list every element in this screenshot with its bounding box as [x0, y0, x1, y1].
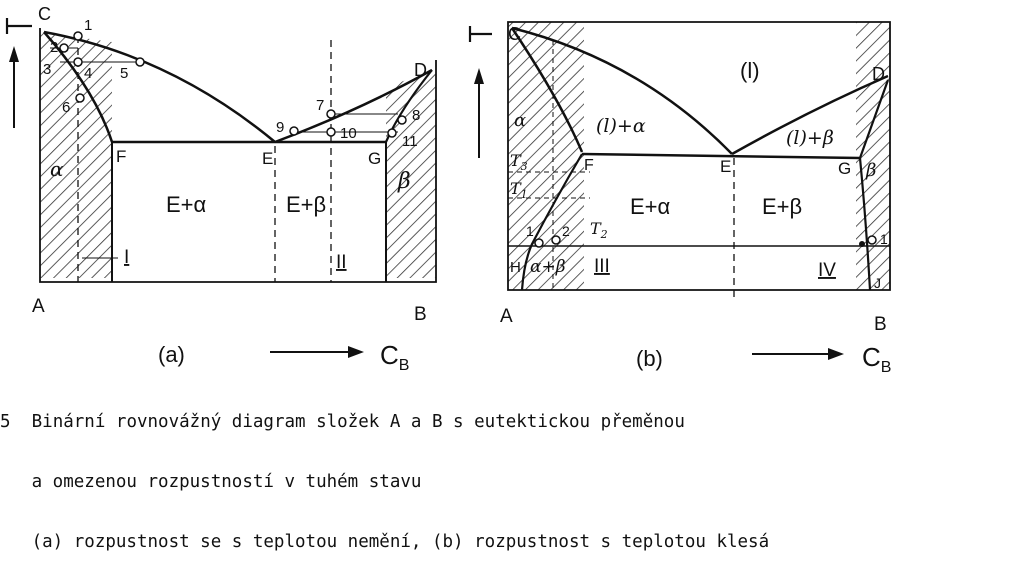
- label-liquid-b: (l): [740, 58, 760, 83]
- label-d-b: D: [872, 64, 885, 84]
- caption: 5 Binární rovnovážný diagram složek A a …: [0, 372, 1022, 572]
- label-m1r-b: 1: [880, 231, 888, 247]
- solidus-left-a: [43, 31, 114, 143]
- label-l-beta-b: (l)+β: [786, 127, 834, 149]
- label-g-b: G: [838, 159, 851, 178]
- label-e-a: E: [262, 149, 273, 168]
- label-beta-a: β: [397, 169, 411, 194]
- label-b-a: B: [414, 304, 427, 325]
- phase-diagrams: T C 1 2 3 4 5 6 7 8 9 10 11 D F E G α β …: [5, 4, 891, 372]
- panel-a: T C 1 2 3 4 5 6 7 8 9 10 11 D F E G α β …: [5, 4, 437, 372]
- label-j-b: J: [874, 275, 881, 291]
- marker-5-a: [135, 57, 145, 67]
- frame-a: [39, 28, 437, 283]
- label-e-beta-b: E+β: [762, 194, 802, 219]
- label-l-alpha-b: (l)+α: [596, 115, 646, 137]
- caption-line-2: a omezenou rozpustností v tuhém stavu: [0, 472, 1022, 492]
- label-panel-a: (a): [158, 342, 185, 367]
- label-e-alpha-a: E+α: [166, 192, 207, 217]
- alpha-region-hatch-b: [508, 22, 584, 290]
- eutectic-line-b: [581, 152, 861, 160]
- marker-4-a: [73, 57, 83, 67]
- caption-line-1: 5 Binární rovnovážný diagram složek A a …: [0, 412, 1022, 432]
- up-arrow-icon-b: [474, 68, 484, 84]
- marker-7-a: [326, 109, 336, 119]
- liquidus-left-b: [511, 26, 733, 155]
- marker-1-a: [73, 31, 83, 41]
- label-g-a: G: [368, 149, 381, 168]
- label-t3-b: T3: [510, 151, 528, 173]
- frame-b: [507, 21, 891, 291]
- caption-line-3: (a) rozpustnost se s teplotou nemění, (b…: [0, 532, 1022, 552]
- label-m9-a: 9: [276, 119, 284, 136]
- caption-text-2: a omezenou rozpustností v tuhém stavu: [31, 472, 422, 492]
- marker-2-a: [59, 43, 69, 53]
- label-line-ii: II: [336, 252, 347, 273]
- label-h-b: H: [510, 259, 521, 276]
- marker-8-a: [397, 115, 407, 125]
- label-m10-a: 10: [340, 125, 357, 142]
- label-t2-b: T2: [590, 219, 608, 241]
- panel-b: T C (l) D (l)+α (l)+β α F E G β T3 T1 T2…: [468, 21, 891, 372]
- marker-1-b: [534, 238, 544, 248]
- right-arrow-icon-b: [828, 348, 844, 360]
- liquidus-right-b: [731, 74, 889, 156]
- label-b-b: B: [874, 314, 887, 335]
- alpha-region-hatch: [40, 32, 112, 278]
- label-m2-b: 2: [562, 223, 570, 239]
- label-a-b: A: [500, 306, 513, 327]
- marker-1r-b: [867, 235, 877, 245]
- right-arrow-icon-a: [348, 346, 364, 358]
- label-m11-a: 11: [402, 133, 418, 150]
- label-cb-b: CB: [862, 342, 891, 372]
- label-e-b: E: [720, 157, 731, 176]
- label-f-b: F: [584, 157, 594, 174]
- label-line-iii: III: [594, 256, 610, 277]
- label-d-a: D: [414, 60, 427, 80]
- label-m1-b: 1: [526, 223, 534, 239]
- label-f-a: F: [116, 147, 126, 166]
- marker-6-a: [75, 93, 85, 103]
- marker-dot-b: [859, 241, 865, 247]
- marker-9-a: [289, 126, 299, 136]
- up-arrow-icon-a: [9, 46, 19, 62]
- label-c-a: C: [38, 4, 51, 24]
- label-m8-a: 8: [412, 107, 420, 124]
- label-m5-a: 5: [120, 65, 128, 82]
- label-e-alpha-b: E+α: [630, 194, 671, 219]
- label-m1-a: 1: [84, 17, 92, 34]
- label-alpha-b: α: [514, 110, 526, 131]
- label-m6-a: 6: [62, 99, 70, 116]
- label-cb-a: CB: [380, 340, 409, 372]
- marker-2-b: [551, 235, 561, 245]
- label-m3-a: 3: [43, 61, 51, 78]
- marker-11-a: [387, 128, 397, 138]
- label-beta-b: β: [865, 160, 876, 181]
- label-m4-a: 4: [84, 65, 92, 82]
- label-panel-b: (b): [636, 346, 663, 371]
- label-line-iv: IV: [818, 260, 836, 281]
- label-m2-a: 2: [50, 39, 58, 56]
- label-a-a: A: [32, 296, 45, 317]
- solvus-left-b: [520, 153, 583, 291]
- label-alpha-beta-b: α+β: [530, 257, 566, 277]
- solvus-right-b: [858, 157, 872, 291]
- caption-text-3: (a) rozpustnost se s teplotou nemění, (b…: [31, 532, 770, 552]
- label-m7-a: 7: [316, 97, 324, 114]
- label-e-beta-a: E+β: [286, 192, 326, 217]
- label-alpha-a: α: [50, 157, 64, 181]
- marker-10-a: [326, 127, 336, 137]
- caption-text-1: Binární rovnovážný diagram složek A a B …: [31, 412, 685, 432]
- caption-number: 5: [0, 412, 11, 432]
- label-t1-b: T1: [510, 179, 528, 201]
- solidus-right-b: [858, 79, 890, 159]
- label-c-b: C: [508, 24, 521, 44]
- label-line-i: I: [124, 247, 129, 268]
